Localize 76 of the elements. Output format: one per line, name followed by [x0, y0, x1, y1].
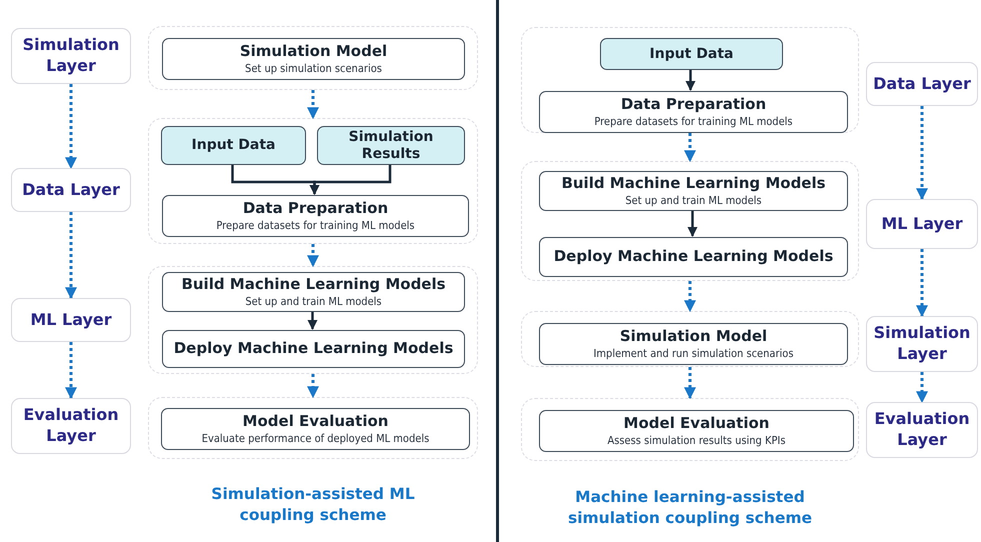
- scheme-caption: Simulation-assisted ML coupling scheme: [210, 484, 416, 526]
- box-heading: Model Evaluation: [624, 415, 770, 433]
- arrow: [916, 106, 928, 200]
- arrow: [684, 367, 696, 400]
- process-box: [539, 323, 848, 365]
- layer-label: Simulation Layer: [872, 323, 972, 365]
- process-box: [162, 272, 465, 312]
- layer-box: [11, 28, 131, 84]
- arrow: [688, 210, 698, 237]
- layer-box: [866, 316, 978, 372]
- process-box: [539, 410, 854, 452]
- process-box: [539, 237, 848, 277]
- layer-label: Simulation Layer: [22, 35, 120, 77]
- layer-label: Data Layer: [872, 74, 972, 94]
- box-heading: Input Data: [192, 137, 276, 154]
- box-heading: Data Preparation: [242, 200, 388, 218]
- arrow: [686, 69, 696, 91]
- data-box: [161, 126, 306, 165]
- box-description: Evaluate performance of deployed ML models: [202, 432, 430, 445]
- group-frame: [521, 161, 859, 281]
- process-box: [162, 195, 469, 237]
- process-box: [162, 330, 465, 368]
- layer-label: Evaluation Layer: [873, 409, 971, 451]
- process-box: [539, 171, 848, 211]
- layer-box: [866, 402, 978, 458]
- layer-label: ML Layer: [29, 310, 113, 330]
- process-box: [162, 38, 465, 80]
- box-heading: Deploy Machine Learning Models: [174, 340, 454, 358]
- data-box: [317, 126, 465, 165]
- arrow: [307, 244, 319, 268]
- group-frame: [148, 118, 478, 244]
- box-heading: Build Machine Learning Models: [561, 175, 826, 193]
- layer-label: Data Layer: [21, 180, 121, 200]
- box-heading: Simulation Model: [240, 43, 388, 61]
- arrow: [684, 133, 696, 162]
- data-box: [600, 38, 783, 70]
- box-description: Prepare datasets for training ML models: [594, 114, 793, 128]
- arrow: [65, 212, 77, 300]
- arrow: [916, 372, 928, 404]
- box-description: Set up and train ML models: [245, 294, 382, 308]
- group-frame: [148, 26, 478, 90]
- layer-box: [866, 199, 978, 249]
- box-heading: Model Evaluation: [242, 413, 388, 431]
- arrow: [307, 374, 319, 398]
- layer-box: [11, 168, 131, 212]
- arrow: [308, 311, 318, 330]
- arrow: [310, 164, 392, 195]
- group-frame: [521, 27, 859, 133]
- box-heading: Simulation Results: [348, 129, 434, 162]
- group-frame: [521, 311, 859, 367]
- box-heading: Input Data: [650, 46, 734, 62]
- group-frame: [148, 266, 478, 374]
- scheme-caption: Machine learning-assisted simulation coupling scheme: [566, 487, 814, 529]
- arrow: [307, 90, 319, 120]
- box-description: Set up and train ML models: [625, 194, 762, 207]
- box-description: Set up simulation scenarios: [245, 62, 382, 75]
- box-heading: Build Machine Learning Models: [181, 276, 446, 294]
- box-description: Implement and run simulation scenarios: [593, 346, 794, 360]
- arrow: [684, 281, 696, 312]
- box-heading: Simulation Model: [620, 328, 768, 346]
- process-box: [161, 408, 470, 450]
- layer-label: Evaluation Layer: [22, 405, 120, 447]
- layer-box: [866, 62, 978, 106]
- group-frame: [148, 397, 478, 459]
- arrow: [916, 249, 928, 318]
- layer-box: [11, 398, 131, 454]
- arrow: [65, 342, 77, 400]
- process-box: [539, 91, 848, 133]
- group-frame: [521, 398, 859, 461]
- box-heading: Deploy Machine Learning Models: [554, 248, 834, 266]
- box-description: Assess simulation results using KPIs: [607, 434, 786, 447]
- arrow: [65, 84, 77, 170]
- layer-label: ML Layer: [880, 214, 964, 234]
- layer-box: [11, 298, 131, 342]
- box-description: Prepare datasets for training ML models: [216, 218, 415, 232]
- box-heading: Data Preparation: [620, 96, 766, 114]
